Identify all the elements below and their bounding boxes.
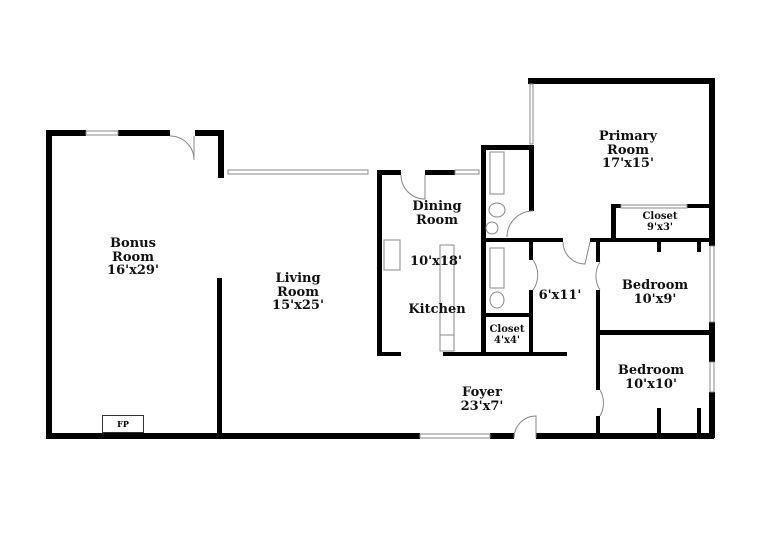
dining-room-size: 10'x18' (410, 254, 462, 269)
foyer-label: Foyer 23'x7' (461, 386, 504, 413)
bonus-room-label: Bonus Room 16'x29' (107, 237, 159, 278)
room-size: 9'x3' (646, 221, 674, 233)
room-size: 15'x25' (272, 298, 324, 314)
room-name: Bonus (110, 236, 156, 251)
room-size: 16'x29' (107, 263, 159, 279)
room-name: Room (112, 249, 154, 265)
bedroom-2-label: Bedroom 10'x10' (618, 364, 684, 391)
room-name: Bedroom (621, 278, 689, 293)
bedroom-1-label: Bedroom 10'x9' (622, 279, 688, 306)
room-size: 10'x10' (625, 376, 677, 392)
primary-room-label: Primary Room 17'x15' (599, 130, 657, 171)
fireplace: FP (102, 415, 144, 433)
room-name: Dining (412, 199, 462, 214)
primary-closet-label: Closet 9'x3' (642, 211, 678, 233)
walls (46, 78, 715, 439)
room-name: Room (416, 212, 458, 228)
room-size: 4'x4' (493, 334, 521, 346)
living-room-label: Living Room 15'x25' (272, 272, 324, 313)
room-name: Primary (598, 129, 658, 144)
small-closet-label: Closet 4'x4' (489, 324, 525, 346)
room-size: 23'x7' (460, 398, 504, 414)
room-name: Bedroom (617, 363, 685, 378)
room-name: Closet (489, 324, 525, 335)
room-size: 17'x15' (602, 156, 654, 172)
room-name: Foyer (462, 385, 502, 400)
room-name: Closet (642, 211, 678, 222)
room-size: 10'x9' (633, 291, 677, 307)
hall-size: 6'x11' (538, 288, 582, 303)
windows-and-fixtures (85, 83, 715, 439)
kitchen-label: Kitchen (408, 302, 466, 317)
room-name: Room (277, 284, 319, 300)
room-name: Living (275, 271, 321, 286)
room-name: Room (607, 142, 649, 158)
dining-room-label: Dining Room (412, 200, 461, 227)
